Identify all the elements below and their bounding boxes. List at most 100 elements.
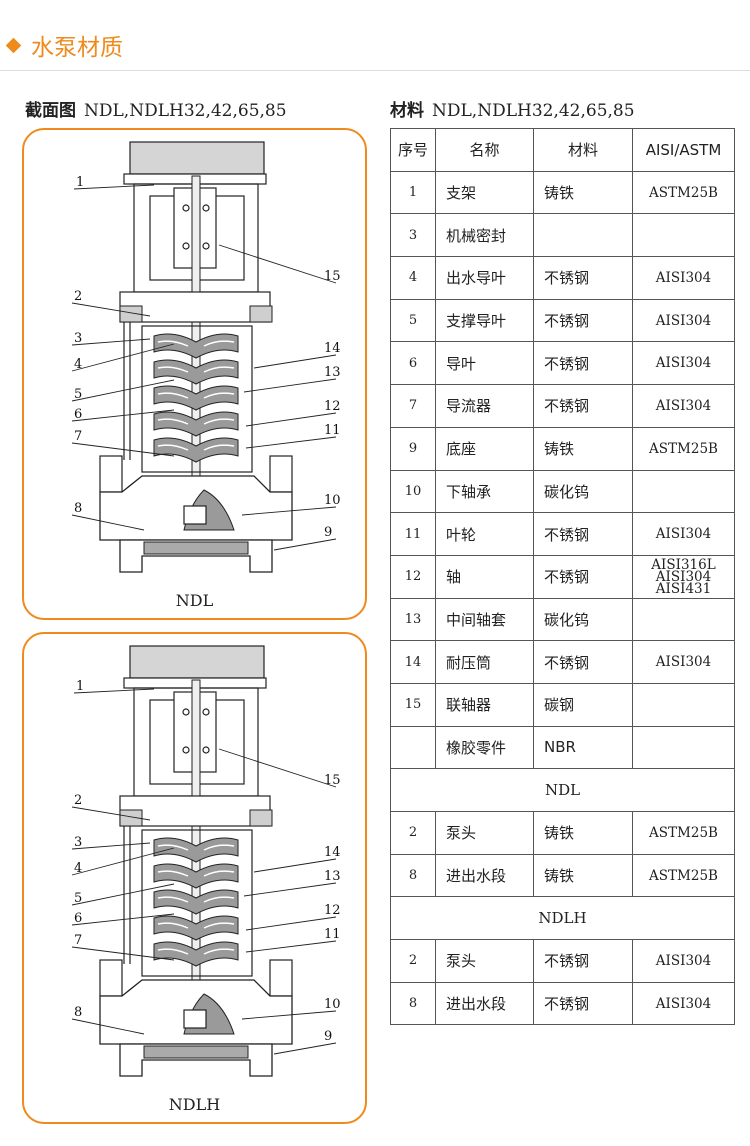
vane [157,896,189,903]
cell-material: 铸铁 [533,170,633,215]
cell-name: 轴 [435,554,534,599]
vane [157,366,189,373]
outlet-flange [269,455,293,493]
callout-leader [71,302,151,317]
callout-number: 4 [74,357,82,372]
coupling-bolt [182,242,190,250]
cell-no: 2 [390,811,436,855]
cell-name: 出水导叶 [435,256,534,300]
cell-standard: AISI304 [632,341,735,386]
cell-name: 进出水段 [435,853,534,898]
standard-code: ASTM25B [649,440,718,457]
coupling-bolt [202,242,210,250]
coupling-bolt [202,746,210,754]
callout-leader [218,748,337,788]
standard-code: AISI304 [655,355,712,372]
group-title: NDLH [390,896,735,941]
cell-standard [632,725,735,770]
cell-no: 6 [390,341,436,386]
vane [203,392,235,399]
cell-material: 碳化钨 [533,469,633,514]
callout-leader [253,354,337,369]
outer-sleeve [141,325,253,473]
standard-code: AISI304 [655,397,712,414]
cell-material: 不锈钢 [533,981,633,1026]
cell-no: 11 [390,512,436,556]
cell-no [390,725,436,770]
cell-standard: AISI304 [632,512,735,556]
cell-no: 9 [390,426,436,471]
head-bolt [249,809,273,827]
callout-number: 2 [74,289,82,304]
callout-number: 10 [324,997,341,1012]
pump-head [119,795,271,827]
cell-no: 4 [390,256,436,300]
standard-code: AISI304 [655,952,712,969]
cell-name: 中间轴套 [435,597,534,642]
header-divider [0,70,750,71]
cell-material: 不锈钢 [533,341,633,386]
callout-number: 3 [74,331,82,346]
standard-code: ASTM25B [649,824,718,841]
table-group-row: NDLH [390,896,735,941]
callout-number: 12 [324,399,341,414]
cell-standard [632,597,735,642]
callout-number: 11 [324,423,341,438]
section-header: 水泵材质 [5,28,123,62]
coupling-bolt [202,708,210,716]
motor-block [129,141,265,175]
callout-leader [241,506,337,516]
vane [203,444,235,451]
cell-material [533,213,633,258]
vane [157,844,189,851]
callout-number: 1 [76,679,84,694]
standard-code: AISI316L [651,556,716,573]
cell-no: 3 [390,213,436,258]
callout-leader [71,806,151,821]
callout-number: 13 [324,365,341,380]
inlet-flange [99,455,123,493]
callout-leader [73,184,155,190]
lower-bearing [183,505,207,525]
callout-leader [73,688,155,694]
callout-leader [71,946,175,961]
cell-standard: AISI304 [632,384,735,428]
materials-label: 材料 [390,101,424,121]
callout-number: 13 [324,869,341,884]
standard-code: AISI304 [655,654,712,671]
standard-code: AISI431 [655,580,712,597]
callout-number: 14 [324,341,341,356]
table-header-row: 序号 名称 材料 AISI/ASTM [390,128,735,172]
cell-name: 导叶 [435,341,534,386]
cell-name: 支架 [435,170,534,215]
vane [157,948,189,955]
callout-leader [273,1042,337,1055]
cell-standard: ASTM25B [632,853,735,898]
cell-standard: ASTM25B [632,170,735,215]
group-title: NDL [390,768,735,812]
cell-no: 12 [390,554,436,599]
head-bolt [119,809,143,827]
callout-number: 6 [74,911,82,926]
cell-name: 进出水段 [435,981,534,1026]
cell-material: 不锈钢 [533,554,633,599]
impeller-stage [153,915,239,941]
cell-no: 15 [390,682,436,727]
base-plate [143,1045,249,1059]
cell-material: 不锈钢 [533,512,633,556]
callout-number: 8 [74,1005,82,1020]
cell-no: 5 [390,298,436,343]
callout-number: 14 [324,845,341,860]
